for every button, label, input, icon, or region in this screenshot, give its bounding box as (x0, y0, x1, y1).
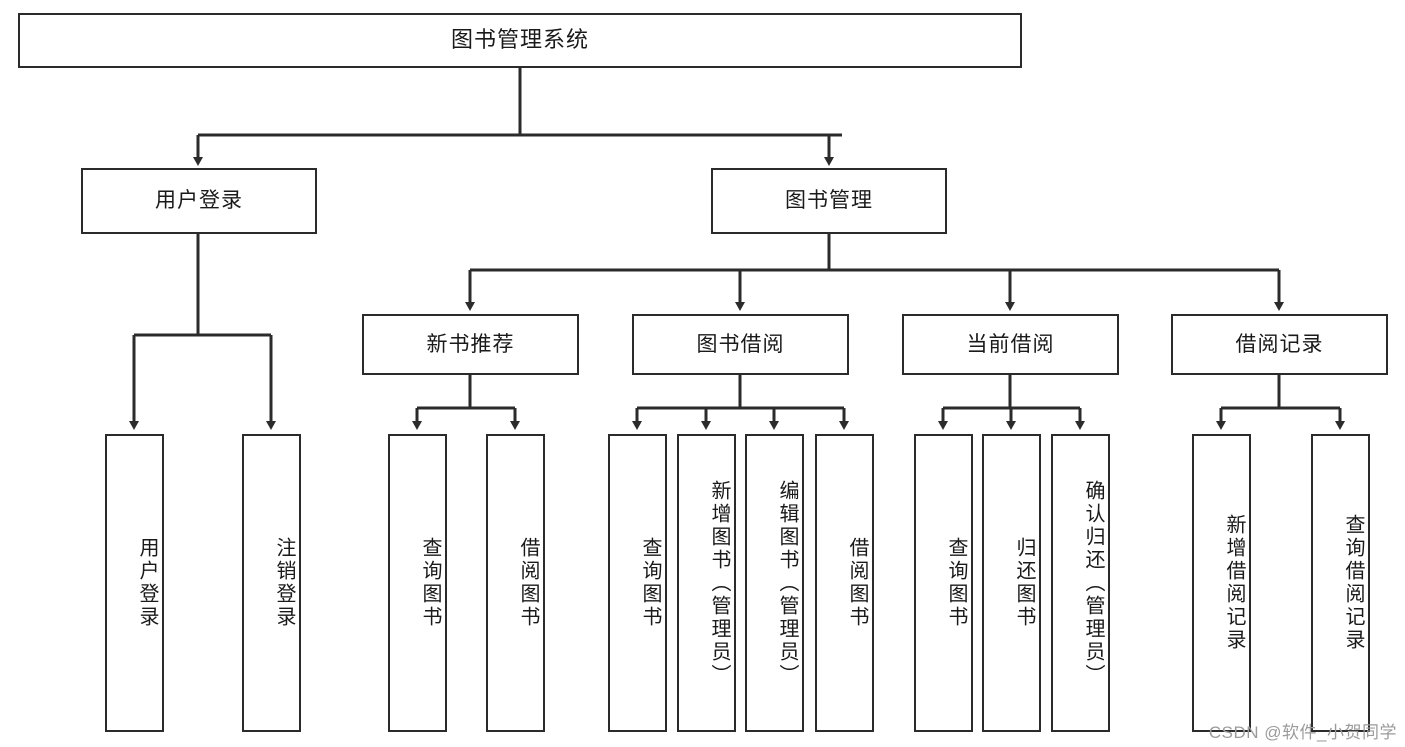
node-label: 借阅记录 (1235, 332, 1324, 356)
node-label: 图书借阅 (696, 332, 785, 356)
node-label: 查询图书 (419, 537, 441, 629)
node-label: 注销登录 (273, 537, 295, 629)
node-leaf-user-login[interactable]: 用户登录 (105, 434, 164, 732)
node-label: 用户登录 (155, 189, 243, 213)
node-label: 归还图书 (1013, 537, 1035, 629)
node-leaf-record-add-borrow-record[interactable]: 新增借阅记录 (1192, 434, 1251, 732)
node-current-borrow[interactable]: 当前借阅 (902, 314, 1119, 375)
node-leaf-newbook-borrow-book[interactable]: 借阅图书 (486, 434, 545, 732)
node-user-login[interactable]: 用户登录 (81, 168, 317, 234)
node-label: 新书推荐 (426, 332, 515, 356)
node-leaf-borrow-borrow-book[interactable]: 借阅图书 (815, 434, 874, 732)
node-new-book-recommend[interactable]: 新书推荐 (362, 314, 579, 375)
node-label: 用户登录 (136, 537, 158, 629)
node-label: 图书管理 (785, 189, 873, 213)
node-label: 借阅图书 (846, 537, 868, 629)
node-leaf-borrow-query-book[interactable]: 查询图书 (608, 434, 667, 732)
node-leaf-record-query-borrow-record[interactable]: 查询借阅记录 (1311, 434, 1370, 732)
node-leaf-current-confirm-return-admin[interactable]: 确认归还（管理员） (1051, 434, 1110, 732)
node-leaf-current-query-book[interactable]: 查询图书 (914, 434, 973, 732)
node-root-book-management-system[interactable]: 图书管理系统 (18, 13, 1022, 68)
node-label: 新增图书（管理员） (708, 479, 730, 687)
node-label: 查询图书 (639, 537, 661, 629)
node-book-management[interactable]: 图书管理 (711, 168, 947, 234)
node-label: 查询图书 (945, 537, 967, 629)
node-label: 查询借阅记录 (1342, 514, 1364, 652)
node-leaf-logout[interactable]: 注销登录 (242, 434, 301, 732)
node-leaf-current-return-book[interactable]: 归还图书 (982, 434, 1041, 732)
csdn-watermark: CSDN @软件_小贺同学 (1208, 723, 1397, 742)
node-leaf-borrow-add-book-admin[interactable]: 新增图书（管理员） (677, 434, 736, 732)
node-borrow-record[interactable]: 借阅记录 (1171, 314, 1388, 375)
node-label: 图书管理系统 (450, 27, 589, 53)
node-book-borrow[interactable]: 图书借阅 (632, 314, 849, 375)
node-leaf-borrow-edit-book-admin[interactable]: 编辑图书（管理员） (745, 434, 804, 732)
node-label: 借阅图书 (517, 537, 539, 629)
node-label: 确认归还（管理员） (1082, 479, 1104, 687)
node-label: 新增借阅记录 (1223, 514, 1245, 652)
node-label: 当前借阅 (966, 332, 1055, 356)
node-label: 编辑图书（管理员） (776, 479, 798, 687)
node-leaf-newbook-query-book[interactable]: 查询图书 (388, 434, 447, 732)
